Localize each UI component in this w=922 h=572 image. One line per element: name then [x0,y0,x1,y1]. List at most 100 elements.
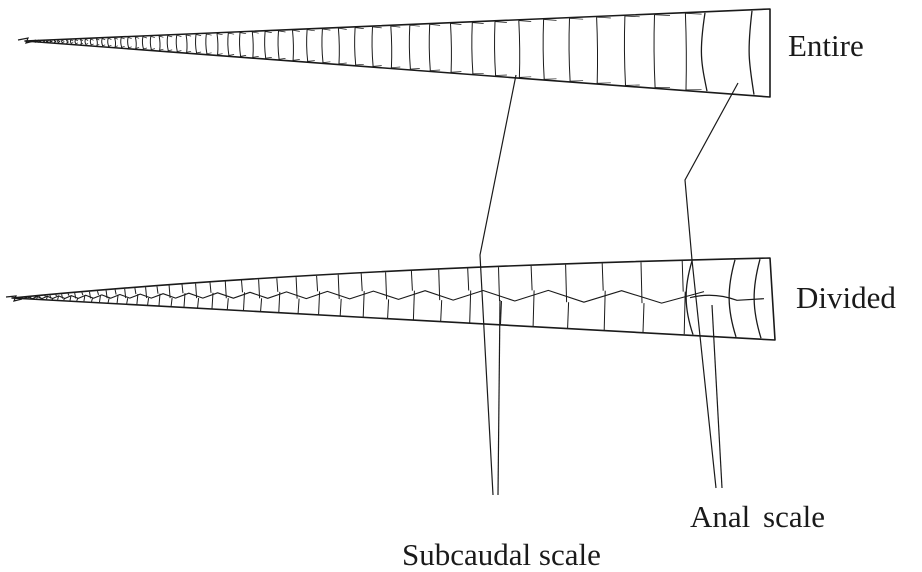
subcaudal-scale-upper [45,296,46,297]
subcaudal-scale [135,37,136,48]
subcaudal-scale-upper [361,274,362,292]
scale-edge [655,15,671,16]
scale-edge [143,37,147,38]
subcaudal-scale [167,36,168,51]
scale-edge [391,67,401,68]
scale-edge [472,23,483,24]
scale-edge [186,35,191,36]
scale-edge [293,30,300,31]
scale-edge [519,77,531,78]
subcaudal-scale [128,37,129,48]
subcaudal-scale [409,25,410,69]
subcaudal-scale [121,38,122,48]
subcaudal-scale [543,20,544,80]
scale-edge [217,34,223,35]
subcaudal-scale-lower [261,298,262,311]
subcaudal-scale-lower [108,298,109,302]
label-divided: Divided [796,282,896,313]
anal-scale-division [690,295,764,300]
subcaudal-scale [102,39,103,47]
subcaudal-midline [22,290,704,303]
subcaudal-scale-lower [64,299,65,301]
scale-edge [206,34,211,35]
scale-edge [451,24,462,25]
subcaudal-scale-lower [533,290,534,326]
subcaudal-scale [391,26,392,68]
subcaudal-scale-upper [157,286,158,293]
scale-edge [597,17,611,18]
subcaudal-scale-lower [77,298,78,301]
subcaudal-scale [307,30,308,62]
subcaudal-scale-upper [602,263,603,290]
scale-edge [168,36,173,37]
subcaudal-scale [75,40,76,44]
scale-edge [91,39,94,40]
scale-edge [252,32,258,33]
subcaudal-scale [90,39,91,45]
scale-edge [430,24,440,25]
scale-edge [62,40,64,41]
subcaudal-scale-upper [98,291,99,295]
subcaudal-scale [685,13,686,89]
scale-edge [76,40,79,41]
subcaudal-scale [451,24,452,73]
scale-edge [544,20,557,21]
subcaudal-scale [96,39,97,46]
subcaudal-scale [115,38,116,47]
subcaudal-scale [108,38,109,46]
subcaudal-scale-lower [127,298,128,304]
scale-edge [322,29,330,30]
subcaudal-scale [142,37,143,49]
subcaudal-scale-upper [50,295,51,298]
subcaudal-scale-upper [82,292,83,295]
scale-edge [196,35,201,36]
subcaudal-scale [372,27,373,66]
subcaudal-scale [293,30,294,60]
subcaudal-scale-upper [56,295,57,296]
subcaudal-scale [186,35,187,52]
scale-edge [391,26,401,27]
subcaudal-scale-lower [148,298,149,305]
scale-edge [430,70,440,71]
subcaudal-scale [252,32,253,57]
subcaudal-scale-lower [501,301,502,324]
scale-edge [338,28,346,29]
subcaudal-scale-upper [277,278,278,292]
subcaudal-scale-lower [684,292,685,335]
subcaudal-scale-lower [298,299,299,314]
subcaudal-scale [322,29,323,63]
subcaudal-scale-lower [171,298,172,306]
tail-entire-anal-scale [18,9,770,97]
leader-lines [480,75,738,495]
subcaudal-scale-lower [92,298,93,301]
subcaudal-scale-upper [468,268,469,290]
scale-edge [128,37,132,38]
scale-edge [355,64,364,65]
subcaudal-scale-upper [135,288,136,294]
subcaudal-scale-lower [643,303,644,332]
subcaudal-scale [228,33,229,55]
subcaudal-scale [217,34,218,55]
anal-scale-entire [701,13,707,91]
tail-outline [12,258,775,340]
subcaudal-scale [597,17,598,83]
scale-edge [625,16,640,17]
scale-edge [307,30,315,31]
subcaudal-scale-lower [227,298,228,309]
subcaudal-scale-upper [682,261,683,292]
subcaudal-scale-upper [210,283,211,293]
scale-edge [228,33,234,34]
scale-edge [338,63,346,64]
scale-edge [322,62,330,63]
scale-edge [108,38,111,39]
scale-edge [410,69,420,70]
leader-subcaudal-entire [480,75,516,495]
subcaudal-scale-upper [40,296,41,298]
scale-edge [451,72,462,73]
subcaudal-scale-upper [531,266,532,291]
scale-edge [519,21,531,22]
scale-edge [472,73,483,74]
scale-edge [373,27,382,28]
subcaudal-scale-upper [68,294,69,296]
